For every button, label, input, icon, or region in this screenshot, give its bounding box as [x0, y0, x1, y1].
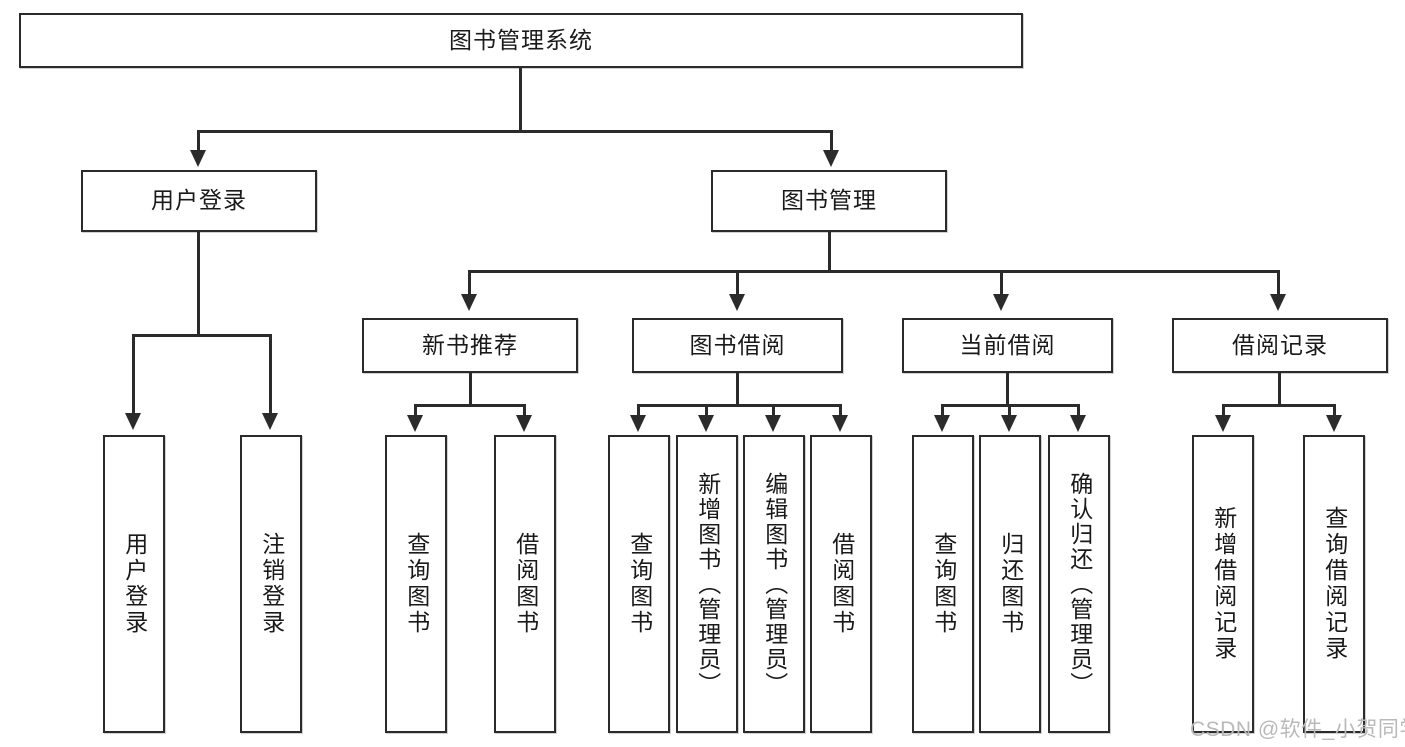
connector-borrow-record-bus: [1222, 404, 1336, 407]
node-label: 查询借阅记录: [1321, 506, 1348, 662]
connector-bm-to-book-borrow: [736, 270, 739, 297]
node-user-login[interactable]: 用户登录: [81, 170, 317, 232]
leaf-query-book-borrow[interactable]: 查询图书: [608, 435, 670, 733]
connector-book-borrow-bus: [637, 404, 842, 407]
arrow-bm-to-book-borrow: [729, 294, 745, 311]
arrow-current-borrow-to-leaf-1: [1001, 415, 1017, 432]
arrow-bm-to-borrow-record: [1270, 294, 1286, 311]
arrow-user-login-to-leaf-0: [125, 413, 141, 430]
arrow-new-book-to-leaf-0: [407, 415, 423, 432]
arrow-bm-to-current-borrow: [993, 294, 1009, 311]
connector-user-login-stem: [197, 232, 200, 336]
arrow-user-login-to-leaf-1: [262, 413, 278, 430]
connector-current-borrow-to-leaf-1: [1008, 404, 1011, 418]
node-label: 注销登录: [258, 532, 285, 636]
connector-root-stem: [519, 68, 522, 132]
arrow-book-borrow-to-leaf-2: [765, 415, 781, 432]
arrow-borrow-record-to-leaf-0: [1215, 415, 1231, 432]
leaf-edit-book-admin[interactable]: 编辑图书（管理员）: [743, 435, 805, 733]
node-label: 图书管理系统: [449, 26, 593, 53]
connector-new-book-to-leaf-1: [523, 404, 526, 418]
connector-borrow-record-stem: [1278, 373, 1281, 406]
node-label: 新增借阅记录: [1210, 506, 1237, 662]
leaf-confirm-return-admin[interactable]: 确认归还（管理员）: [1048, 435, 1110, 733]
connector-new-book-bus: [414, 404, 526, 407]
arrow-book-borrow-to-leaf-0: [630, 415, 646, 432]
connector-new-book-to-leaf-0: [414, 404, 417, 418]
leaf-user-login[interactable]: 用户登录: [103, 435, 165, 733]
node-label: 确认归还（管理员）: [1066, 471, 1093, 697]
connector-book-management-stem: [828, 232, 831, 272]
connector-root-to-book-management: [830, 130, 833, 153]
connector-book-borrow-to-leaf-0: [637, 404, 640, 418]
connector-borrow-record-to-leaf-1: [1333, 404, 1336, 418]
node-label: 查询图书: [626, 532, 653, 636]
node-label: 查询图书: [930, 532, 957, 636]
watermark-text: CSDN @软件_小贺同学: [1190, 718, 1405, 741]
connector-user-login-to-leaf-0: [132, 334, 135, 416]
node-label: 图书管理: [781, 187, 877, 214]
node-label: 图书借阅: [689, 331, 786, 358]
arrow-current-borrow-to-leaf-0: [934, 415, 950, 432]
leaf-add-borrow-record[interactable]: 新增借阅记录: [1192, 435, 1254, 733]
connector-root-to-user-login: [197, 130, 200, 153]
arrow-new-book-to-leaf-1: [516, 415, 532, 432]
leaf-query-book-current[interactable]: 查询图书: [912, 435, 974, 733]
node-book-management[interactable]: 图书管理: [711, 170, 947, 232]
node-label: 新增图书（管理员）: [694, 471, 721, 697]
node-root-book-management-system[interactable]: 图书管理系统: [19, 13, 1023, 68]
node-label: 新书推荐: [422, 331, 518, 358]
arrow-current-borrow-to-leaf-2: [1070, 415, 1086, 432]
node-new-book-recommend[interactable]: 新书推荐: [362, 318, 578, 373]
node-label: 查询图书: [403, 532, 430, 636]
connector-bm-to-new-book: [468, 270, 471, 297]
connector-bm-to-current-borrow: [1000, 270, 1003, 297]
watermark-csdn: CSDN @软件_小贺同学: [1190, 713, 1405, 743]
connector-current-borrow-to-leaf-2: [1077, 404, 1080, 418]
connector-user-login-bus: [132, 334, 272, 337]
leaf-return-book[interactable]: 归还图书: [979, 435, 1041, 733]
connector-current-borrow-to-leaf-0: [941, 404, 944, 418]
connector-book-borrow-to-leaf-3: [839, 404, 842, 418]
arrow-borrow-record-to-leaf-1: [1326, 415, 1342, 432]
leaf-logout[interactable]: 注销登录: [240, 435, 302, 733]
leaf-borrow-book-recommend[interactable]: 借阅图书: [494, 435, 556, 733]
node-borrow-record[interactable]: 借阅记录: [1172, 318, 1388, 373]
arrow-book-borrow-to-leaf-1: [698, 415, 714, 432]
leaf-query-book-recommend[interactable]: 查询图书: [385, 435, 447, 733]
connector-current-borrow-stem: [1006, 373, 1009, 406]
connector-book-borrow-to-leaf-2: [772, 404, 775, 418]
node-label: 借阅图书: [512, 532, 539, 636]
connector-book-borrow-to-leaf-1: [705, 404, 708, 418]
connector-user-login-to-leaf-1: [269, 334, 272, 416]
connector-book-management-bus: [468, 270, 1280, 273]
node-label: 归还图书: [997, 532, 1024, 636]
leaf-borrow-book[interactable]: 借阅图书: [810, 435, 872, 733]
connector-book-borrow-stem: [736, 373, 739, 406]
arrow-book-borrow-to-leaf-3: [832, 415, 848, 432]
leaf-add-book-admin[interactable]: 新增图书（管理员）: [676, 435, 738, 733]
arrow-bm-to-new-book: [461, 294, 477, 311]
leaf-query-borrow-record[interactable]: 查询借阅记录: [1303, 435, 1365, 733]
connector-new-book-stem: [469, 373, 472, 406]
arrow-root-to-book-management: [823, 150, 839, 167]
node-label: 借阅图书: [828, 532, 855, 636]
node-current-borrow[interactable]: 当前借阅: [902, 318, 1113, 373]
node-label: 用户登录: [121, 532, 148, 636]
node-book-borrow[interactable]: 图书借阅: [632, 318, 843, 373]
node-label: 用户登录: [151, 187, 247, 214]
node-label: 当前借阅: [959, 331, 1056, 358]
node-label: 借阅记录: [1232, 331, 1328, 358]
connector-root-bus: [197, 130, 833, 133]
arrow-root-to-user-login: [190, 150, 206, 167]
connector-bm-to-borrow-record: [1277, 270, 1280, 297]
connector-borrow-record-to-leaf-0: [1222, 404, 1225, 418]
node-label: 编辑图书（管理员）: [761, 471, 788, 697]
